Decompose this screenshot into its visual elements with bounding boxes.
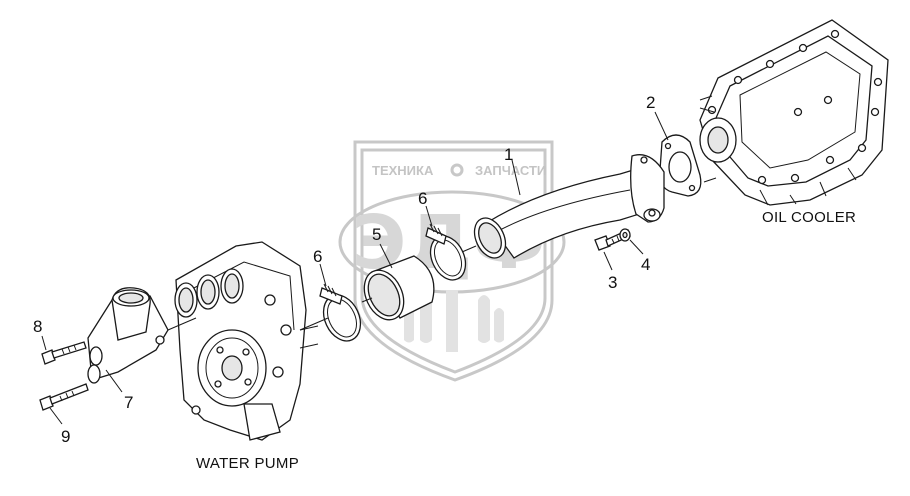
oil-cooler xyxy=(699,19,889,206)
oil-cooler-label: OIL COOLER xyxy=(762,209,856,226)
water-pump-label: WATER PUMP xyxy=(196,455,299,472)
water-pump xyxy=(174,241,319,441)
elbow-housing-7 xyxy=(87,287,169,384)
callout-2: 2 xyxy=(646,93,655,112)
bolt-8 xyxy=(41,341,87,365)
callout-5: 5 xyxy=(372,225,381,244)
hose-clamp-upper xyxy=(425,223,467,281)
watermark-brand-left: ТЕХНИКА xyxy=(372,163,434,178)
callout-6-lower: 6 xyxy=(313,247,322,266)
callout-7: 7 xyxy=(124,393,133,412)
pipe-1 xyxy=(473,154,665,259)
callout-3: 3 xyxy=(608,273,617,292)
bolt-9 xyxy=(39,383,89,411)
callout-6-upper: 6 xyxy=(418,189,427,208)
callout-8: 8 xyxy=(33,317,42,336)
water-pump-pulley-icon xyxy=(197,329,267,407)
callout-4: 4 xyxy=(641,255,650,274)
washer-4 xyxy=(619,228,631,242)
hose-clamp-lower xyxy=(319,283,362,342)
callout-1: 1 xyxy=(504,145,513,164)
hose-5 xyxy=(363,255,435,321)
callout-9: 9 xyxy=(61,427,70,446)
watermark-brand-right: ЗАПЧАСТИ xyxy=(475,163,546,178)
gasket xyxy=(659,134,702,197)
